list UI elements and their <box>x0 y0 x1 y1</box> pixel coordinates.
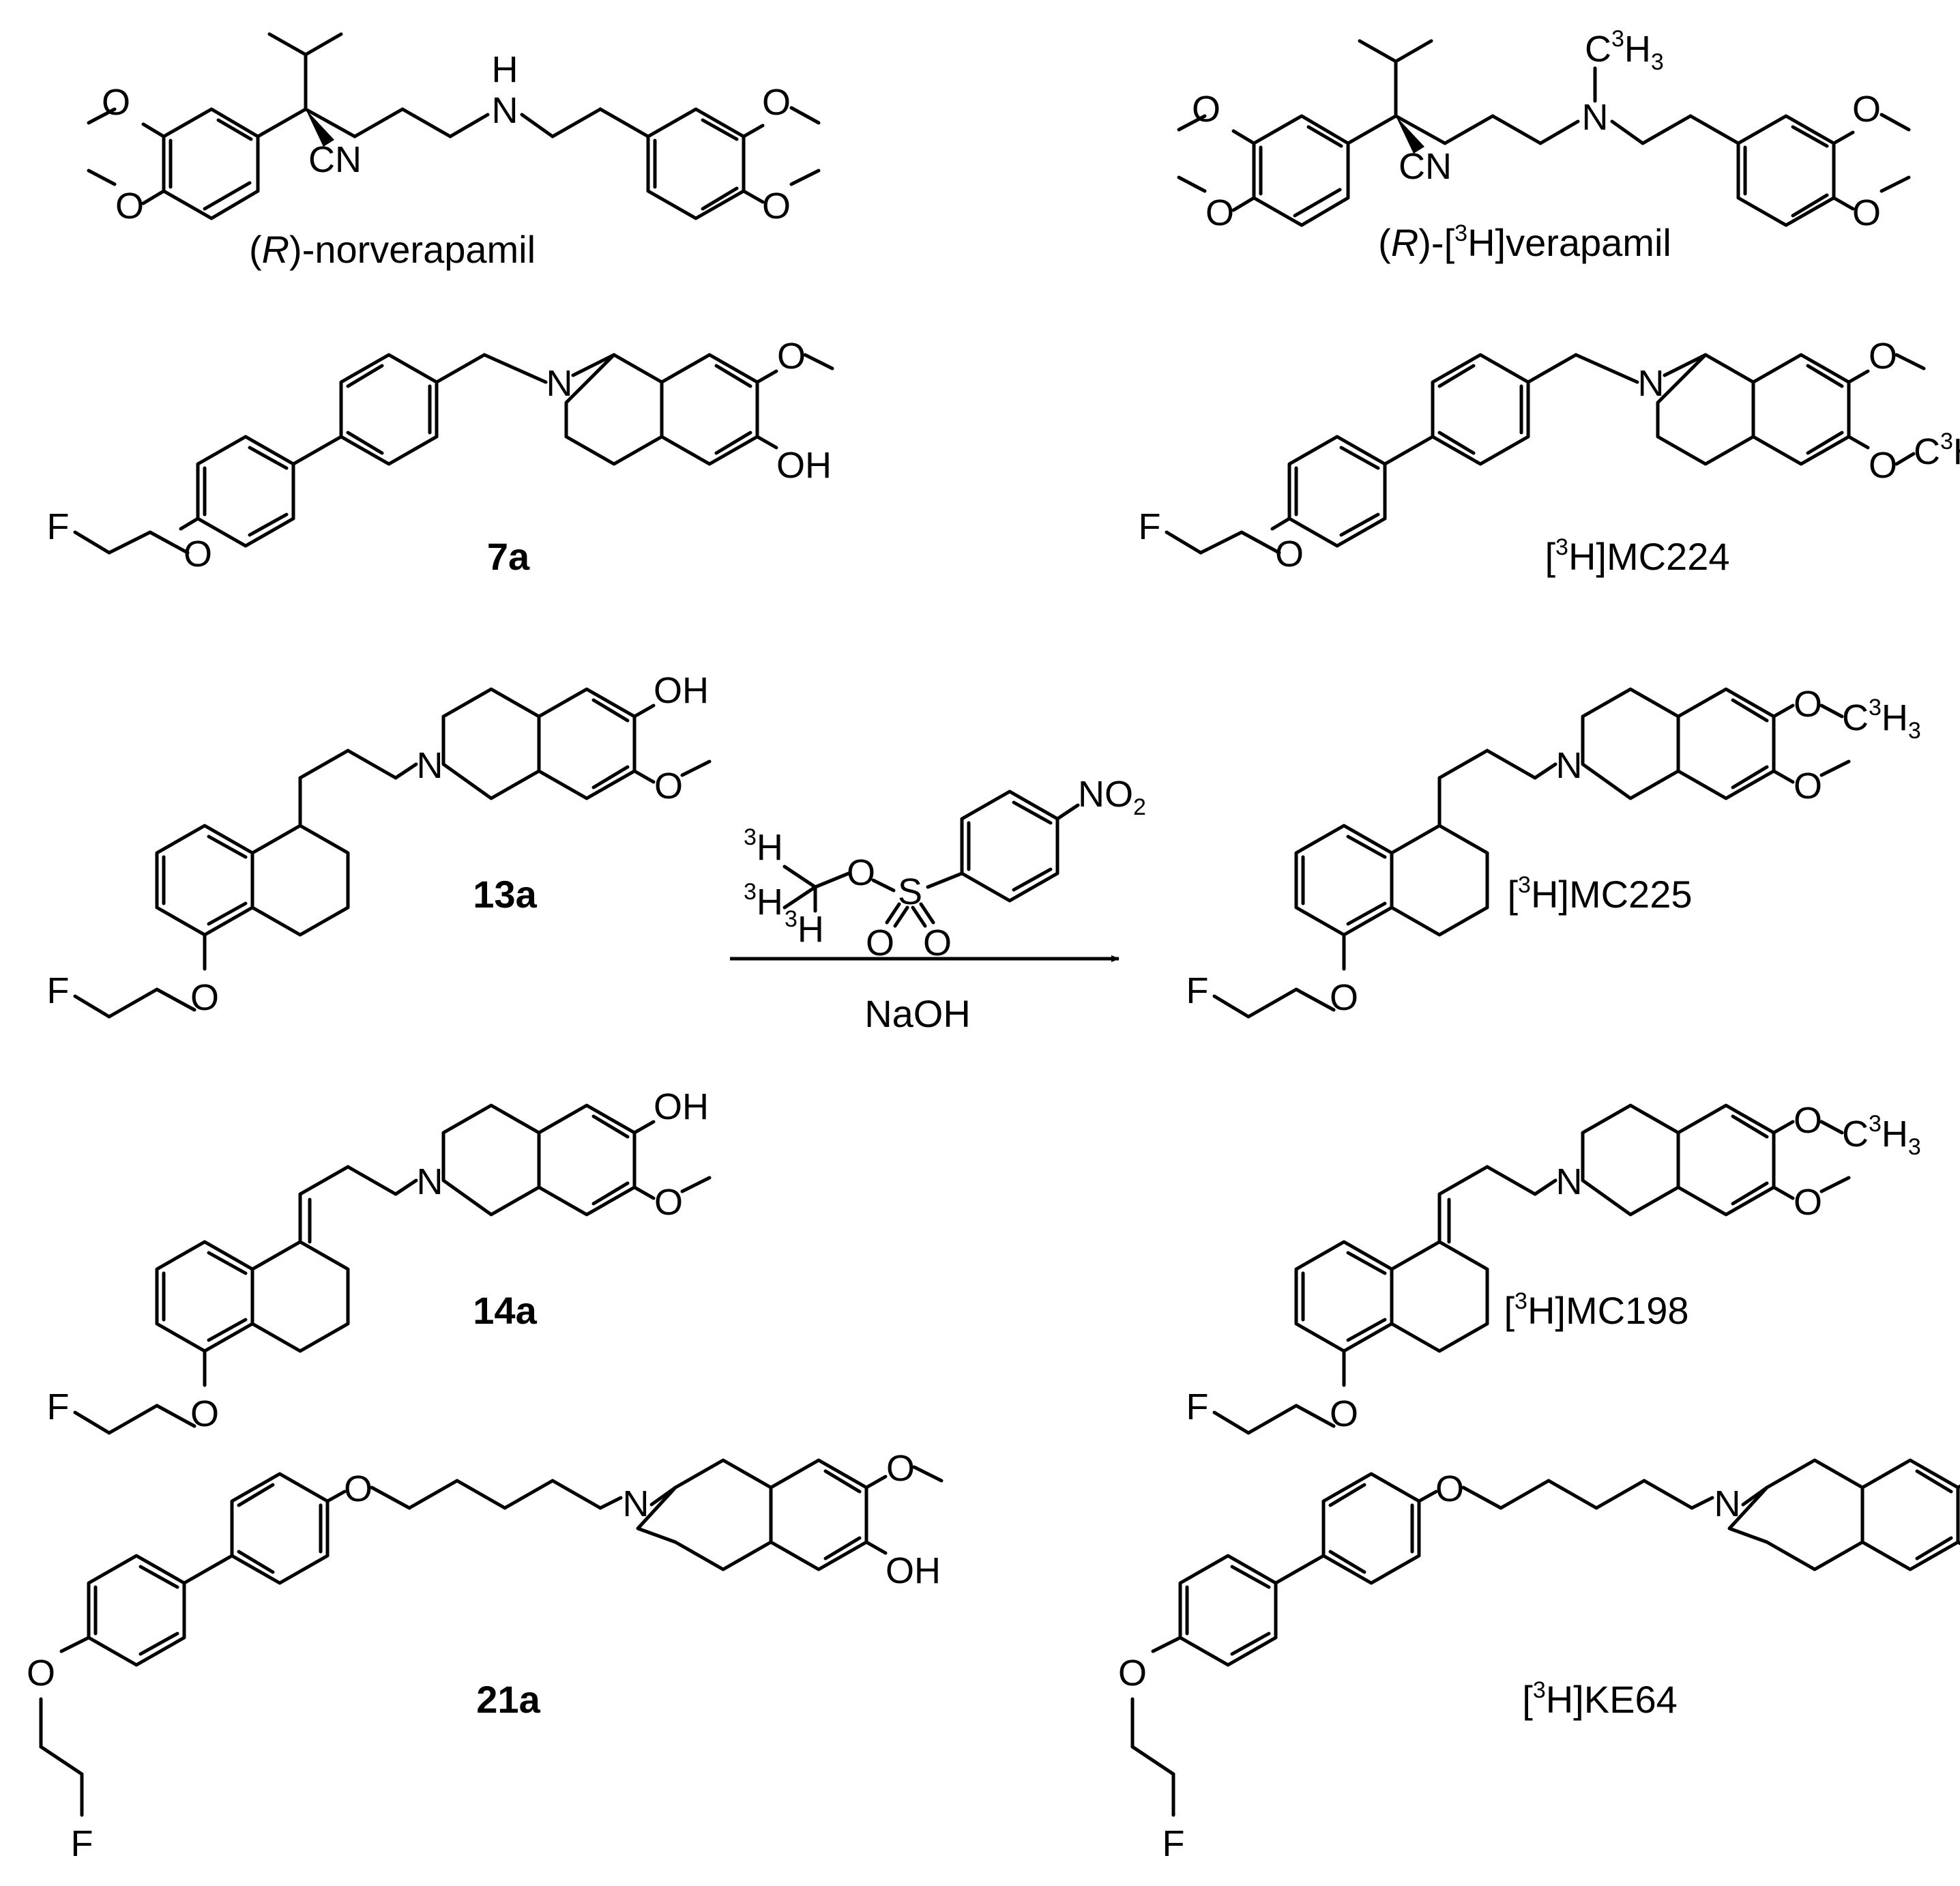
atom-n: N <box>1582 97 1609 138</box>
label-mc225: [3H]MC225 <box>1507 872 1692 916</box>
atom-o: O <box>1435 1468 1464 1509</box>
structure-mc224: N O O C3H3 O F <box>1139 336 1960 575</box>
structure-verapamil: O O CN N C3H3 O O <box>1177 26 1911 233</box>
atom-o: O <box>1852 89 1881 130</box>
atom-o: O <box>1794 1182 1822 1223</box>
label-ke64: [3H]KE64 <box>1522 1677 1677 1721</box>
atom-n: N <box>1714 1483 1741 1524</box>
atom-cn: CN <box>1399 146 1452 187</box>
structure-norverapamil: O O CN H N O O <box>87 32 821 227</box>
atom-o: O <box>762 82 791 123</box>
atom-f: F <box>1139 506 1161 547</box>
atom-o: O <box>1330 977 1358 1018</box>
atom-o: O <box>1794 684 1822 725</box>
atom-tritium: 3H <box>744 879 783 923</box>
structure-13a: N OH O O F <box>47 670 712 1019</box>
atom-oh: OH <box>776 445 832 486</box>
atom-o: O <box>1869 336 1897 377</box>
label-7a: 7a <box>487 535 530 578</box>
atom-oh: OH <box>654 1086 709 1127</box>
atom-o: O <box>847 852 875 893</box>
label-verapamil: (R)-[3H]verapamil <box>1378 220 1671 264</box>
atom-n: N <box>623 1483 649 1524</box>
label-14a: 14a <box>473 1289 537 1332</box>
atom-o: O <box>777 336 806 377</box>
atom-o: O <box>190 977 219 1018</box>
atom-f: F <box>47 970 70 1011</box>
atom-o: O <box>654 1182 683 1223</box>
atom-o: O <box>1192 89 1220 130</box>
reagent-tritiated-methyl-nosylate: S O O O NO2 3H 3H 3H <box>744 774 1146 963</box>
reaction-conditions: NaOH <box>864 992 971 1035</box>
atom-f: F <box>47 506 70 547</box>
atom-o: O <box>115 186 144 227</box>
structure-7a: N O OH O F <box>47 336 834 575</box>
atom-tritiated-methyl: C3H3 <box>1585 26 1664 75</box>
atom-o: O <box>1118 1653 1147 1694</box>
atom-n: N <box>1556 1161 1583 1202</box>
atom-tritium: 3H <box>744 824 783 868</box>
structure-mc225: N O C3H3 O O F <box>1186 684 1921 1019</box>
label-21a: 21a <box>476 1678 540 1721</box>
structure-14a: N OH O O F <box>47 1086 712 1435</box>
atom-n: N <box>417 1161 443 1202</box>
atom-tritiated-methyl: C3H3 <box>1842 695 1921 744</box>
structure-mc198: N O C3H3 O O F <box>1186 1100 1921 1435</box>
atom-o: O <box>1794 1100 1822 1141</box>
atom-tritiated-methyl: C3H3 <box>1914 429 1960 478</box>
atom-nh-n: N <box>492 90 518 131</box>
atom-n: N <box>1638 363 1665 404</box>
atom-oh: OH <box>886 1550 941 1591</box>
atom-o: O <box>102 82 130 123</box>
atom-o: O <box>1794 766 1822 807</box>
atom-f: F <box>1186 1387 1209 1427</box>
label-13a: 13a <box>473 873 537 916</box>
label-mc198: [3H]MC198 <box>1504 1288 1688 1332</box>
atom-o: O <box>762 186 791 227</box>
atom-o: O <box>886 1448 915 1489</box>
atom-o: O <box>1869 445 1897 486</box>
atom-n: N <box>1556 745 1583 786</box>
atom-o: O <box>1205 192 1234 233</box>
atom-o: O <box>1275 534 1304 575</box>
structure-ke64: O N O O C3H3 O F <box>1118 1458 1960 1864</box>
atom-n: N <box>546 363 573 404</box>
structure-21a: O N O OH O F <box>27 1448 944 1864</box>
atom-oh: OH <box>654 670 709 711</box>
atom-nitro: NO2 <box>1078 774 1146 820</box>
atom-f: F <box>1186 970 1209 1011</box>
atom-cn: CN <box>308 139 362 180</box>
label-mc224: [3H]MC224 <box>1545 534 1729 578</box>
atom-nh-h: H <box>492 49 518 90</box>
atom-tritium: 3H <box>785 906 824 950</box>
label-norverapamil: (R)-norverapamil <box>249 228 536 271</box>
atom-o: O <box>923 923 952 963</box>
atom-o: O <box>654 766 683 807</box>
atom-f: F <box>47 1387 70 1427</box>
atom-tritiated-methyl: C3H3 <box>1842 1111 1921 1160</box>
atom-o: O <box>1852 192 1881 233</box>
atom-o: O <box>190 1393 219 1434</box>
atom-o: O <box>1330 1393 1358 1434</box>
atom-o: O <box>866 923 894 963</box>
atom-n: N <box>417 745 443 786</box>
atom-f: F <box>71 1823 93 1864</box>
atom-f: F <box>1162 1823 1185 1864</box>
atom-o: O <box>344 1468 372 1509</box>
atom-s: S <box>898 871 922 912</box>
atom-o: O <box>27 1653 55 1694</box>
atom-o: O <box>184 534 212 575</box>
